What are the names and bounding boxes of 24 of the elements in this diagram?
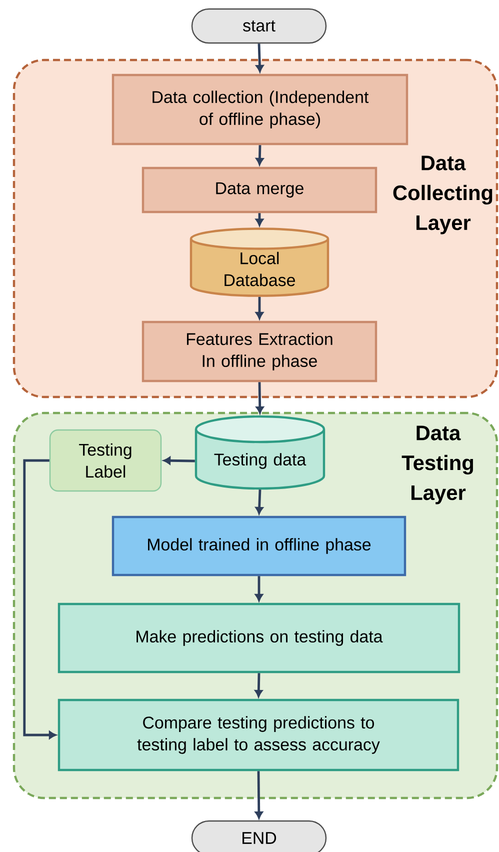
arrow xyxy=(256,296,264,320)
process-box: Data merge xyxy=(142,166,378,214)
arrow xyxy=(23,459,56,739)
terminal-pill: start xyxy=(191,8,327,44)
layer-heading: Data Collecting Layer xyxy=(393,156,492,234)
database-cylinder: Local Database xyxy=(190,228,330,297)
arrow xyxy=(256,382,264,414)
process-box: Features Extraction In offline phase xyxy=(142,320,378,382)
arrow xyxy=(255,490,264,514)
process-box: Data collection (Independent of offline phase) xyxy=(112,74,408,146)
process-box: Compare testing predictions to testing label to assess accuracy xyxy=(58,698,460,772)
arrow xyxy=(255,576,263,602)
arrow xyxy=(256,145,264,166)
process-box: Make predictions on testing data xyxy=(58,602,460,674)
arrow xyxy=(163,456,195,465)
arrow xyxy=(254,673,263,698)
label-box: Testing Label xyxy=(49,429,162,492)
layer-heading: Data Testing Layer xyxy=(402,426,474,504)
database-cylinder: Testing data xyxy=(194,415,326,490)
arrow xyxy=(256,44,264,72)
arrow xyxy=(256,213,264,226)
model-box: Model trained in offline phase xyxy=(112,516,406,576)
arrow xyxy=(254,771,263,819)
terminal-pill: END xyxy=(191,820,327,852)
